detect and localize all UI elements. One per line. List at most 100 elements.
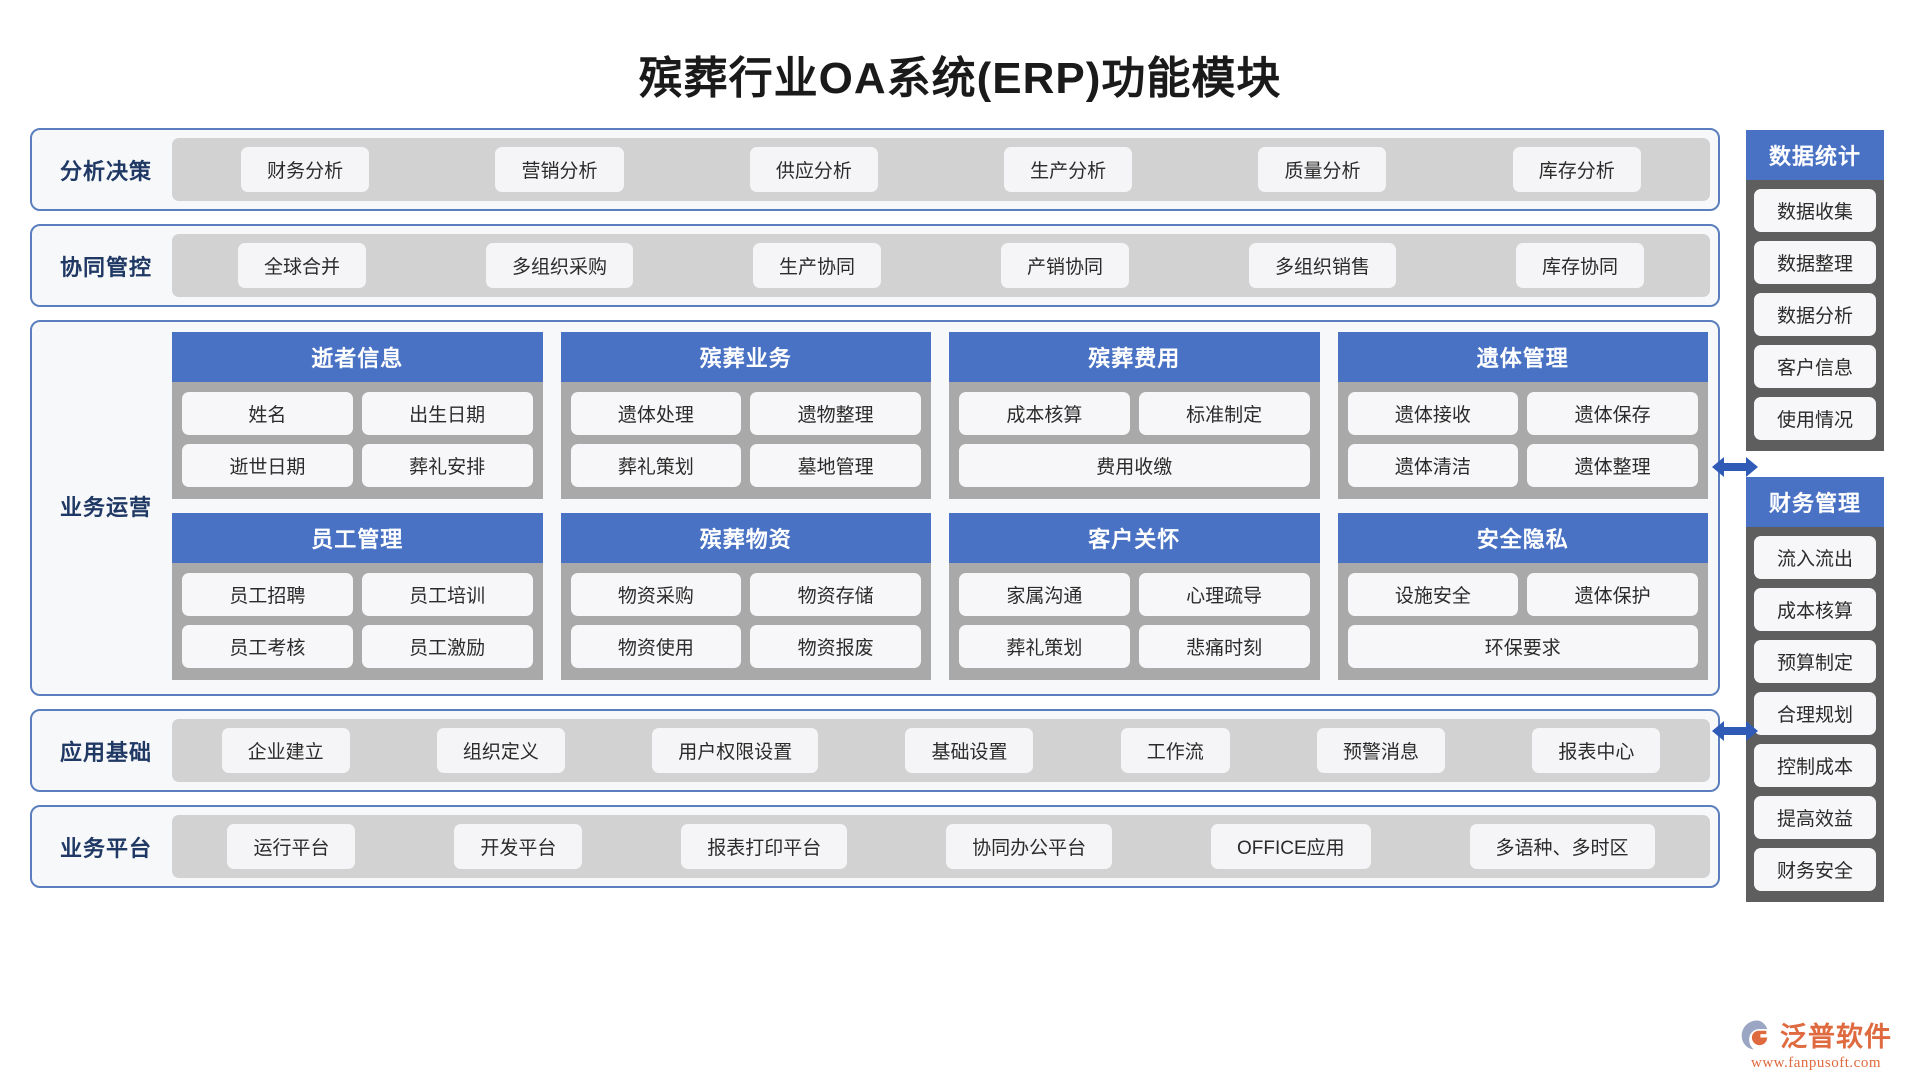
card-item[interactable]: 遗体保存 — [1527, 392, 1698, 435]
card-item[interactable]: 遗体保护 — [1527, 573, 1698, 616]
band-item[interactable]: 报表打印平台 — [681, 824, 848, 869]
card-item[interactable]: 员工培训 — [361, 573, 533, 616]
card-title: 员工管理 — [172, 513, 543, 563]
band-label: 分析决策 — [59, 158, 152, 184]
panel-item[interactable]: 成本核算 — [1754, 588, 1876, 631]
page-title: 殡葬行业OA系统(ERP)功能模块 — [638, 54, 1282, 103]
band-item[interactable]: 生产协同 — [752, 243, 881, 288]
card-funeral-supplies: 殡葬物资 物资采购 物资存储 物资使用 物资报废 — [560, 513, 931, 680]
card-item[interactable]: 费用收缴 — [959, 444, 1310, 487]
band-business-platform: 业务平台 运行平台 开发平台 报表打印平台 协同办公平台 OFFICE应用 多语… — [30, 805, 1720, 888]
band-item[interactable]: 多组织销售 — [1248, 243, 1396, 288]
band-items: 财务分析 营销分析 供应分析 生产分析 质量分析 库存分析 — [172, 138, 1710, 201]
card-item[interactable]: 心理疏导 — [1138, 573, 1310, 616]
band-item[interactable]: 协同办公平台 — [946, 824, 1113, 869]
panel-item[interactable]: 财务安全 — [1754, 848, 1876, 891]
band-item[interactable]: 产销协同 — [1000, 243, 1129, 288]
band-item[interactable]: 库存协同 — [1515, 243, 1644, 288]
panel-item[interactable]: 提高效益 — [1754, 796, 1876, 839]
card-item[interactable]: 设施安全 — [1347, 573, 1519, 616]
band-analysis-decision: 分析决策 财务分析 营销分析 供应分析 生产分析 质量分析 库存分析 — [30, 128, 1720, 211]
card-funeral-fees: 殡葬费用 成本核算 标准制定 费用收缴 — [949, 332, 1320, 499]
card-item[interactable]: 逝世日期 — [182, 444, 353, 487]
fanpu-logo-icon — [1741, 1020, 1768, 1049]
band-item[interactable]: 基础设置 — [905, 728, 1034, 773]
panel-item[interactable]: 使用情况 — [1754, 397, 1876, 440]
card-safety-privacy: 安全隐私 设施安全 遗体保护 环保要求 — [1337, 513, 1708, 680]
card-item[interactable]: 员工激励 — [361, 625, 533, 668]
card-title: 遗体管理 — [1337, 332, 1708, 382]
diagram-body: 分析决策 财务分析 营销分析 供应分析 生产分析 质量分析 库存分析 协同管控 … — [0, 116, 1920, 902]
card-body: 员工招聘 员工培训 员工考核 员工激励 — [172, 563, 543, 680]
card-customer-care: 客户关怀 家属沟通 心理疏导 葬礼策划 悲痛时刻 — [949, 513, 1320, 680]
panel-data-statistics: 数据统计 数据收集 数据整理 数据分析 客户信息 使用情况 — [1746, 130, 1884, 451]
band-item[interactable]: 营销分析 — [495, 147, 624, 192]
panel-item[interactable]: 数据收集 — [1754, 189, 1876, 232]
panel-item[interactable]: 控制成本 — [1754, 744, 1876, 787]
panel-body: 数据收集 数据整理 数据分析 客户信息 使用情况 — [1746, 180, 1884, 451]
band-item[interactable]: 全球合并 — [237, 243, 366, 288]
card-item[interactable]: 遗体处理 — [570, 392, 742, 435]
band-item[interactable]: 生产分析 — [1004, 147, 1133, 192]
band-items: 全球合并 多组织采购 生产协同 产销协同 多组织销售 库存协同 — [172, 234, 1710, 297]
band-item[interactable]: 财务分析 — [241, 147, 370, 192]
card-item[interactable]: 葬礼安排 — [361, 444, 533, 487]
panel-item[interactable]: 预算制定 — [1754, 640, 1876, 683]
band-item[interactable]: 运行平台 — [227, 824, 356, 869]
band-item[interactable]: 报表中心 — [1532, 728, 1661, 773]
card-item[interactable]: 物资报废 — [750, 625, 921, 668]
card-item[interactable]: 物资使用 — [570, 625, 742, 668]
logo-url: www.fanpusoft.com — [1750, 1055, 1881, 1071]
panel-item[interactable]: 合理规划 — [1754, 692, 1876, 735]
band-item[interactable]: 供应分析 — [749, 147, 878, 192]
card-item[interactable]: 遗体接收 — [1347, 392, 1519, 435]
panel-item[interactable]: 流入流出 — [1754, 536, 1876, 579]
brand-logo: 泛普软件 www.fanpusoft.com — [1740, 1015, 1892, 1072]
card-title: 逝者信息 — [172, 332, 543, 382]
card-item[interactable]: 成本核算 — [959, 392, 1130, 435]
card-funeral-business: 殡葬业务 遗体处理 遗物整理 葬礼策划 墓地管理 — [560, 332, 931, 499]
double-arrow-bottom — [1712, 716, 1758, 746]
band-item[interactable]: 企业建立 — [221, 728, 350, 773]
card-title: 安全隐私 — [1337, 513, 1708, 563]
band-item[interactable]: 质量分析 — [1258, 147, 1387, 192]
band-item[interactable]: OFFICE应用 — [1211, 824, 1371, 869]
band-item[interactable]: 多组织采购 — [485, 243, 633, 288]
band-item[interactable]: 用户权限设置 — [652, 728, 819, 773]
panel-item[interactable]: 数据分析 — [1754, 293, 1876, 336]
card-employee-management: 员工管理 员工招聘 员工培训 员工考核 员工激励 — [172, 513, 543, 680]
card-title: 殡葬物资 — [560, 513, 931, 563]
right-sidebar: 数据统计 数据收集 数据整理 数据分析 客户信息 使用情况 财务管理 流入流出 … — [1746, 128, 1884, 902]
card-item[interactable]: 物资采购 — [570, 573, 742, 616]
panel-item[interactable]: 客户信息 — [1754, 345, 1876, 388]
band-item[interactable]: 开发平台 — [454, 824, 583, 869]
panel-financial-management: 财务管理 流入流出 成本核算 预算制定 合理规划 控制成本 提高效益 财务安全 — [1746, 477, 1884, 902]
panel-item[interactable]: 数据整理 — [1754, 241, 1876, 284]
card-item[interactable]: 员工考核 — [182, 625, 353, 668]
band-item[interactable]: 组织定义 — [436, 728, 565, 773]
card-item[interactable]: 环保要求 — [1347, 625, 1698, 668]
card-item[interactable]: 出生日期 — [361, 392, 533, 435]
card-item[interactable]: 葬礼策划 — [959, 625, 1130, 668]
card-body: 姓名 出生日期 逝世日期 葬礼安排 — [172, 382, 543, 499]
card-item[interactable]: 遗体清洁 — [1347, 444, 1519, 487]
card-item[interactable]: 标准制定 — [1138, 392, 1310, 435]
band-items: 运行平台 开发平台 报表打印平台 协同办公平台 OFFICE应用 多语种、多时区 — [172, 815, 1710, 878]
band-item[interactable]: 预警消息 — [1317, 728, 1446, 773]
card-item[interactable]: 员工招聘 — [182, 573, 353, 616]
band-item[interactable]: 工作流 — [1120, 728, 1230, 773]
card-item[interactable]: 葬礼策划 — [570, 444, 742, 487]
card-body: 遗体处理 遗物整理 葬礼策划 墓地管理 — [560, 382, 931, 499]
card-item[interactable]: 遗体整理 — [1527, 444, 1698, 487]
card-item[interactable]: 物资存储 — [750, 573, 921, 616]
card-item[interactable]: 墓地管理 — [750, 444, 921, 487]
card-item[interactable]: 家属沟通 — [959, 573, 1130, 616]
band-label: 业务运营 — [59, 495, 152, 520]
band-item[interactable]: 库存分析 — [1512, 147, 1641, 192]
card-item[interactable]: 遗物整理 — [750, 392, 921, 435]
band-item[interactable]: 多语种、多时区 — [1469, 824, 1655, 869]
card-deceased-info: 逝者信息 姓名 出生日期 逝世日期 葬礼安排 — [172, 332, 543, 499]
card-item[interactable]: 悲痛时刻 — [1138, 625, 1310, 668]
card-item[interactable]: 姓名 — [182, 392, 353, 435]
